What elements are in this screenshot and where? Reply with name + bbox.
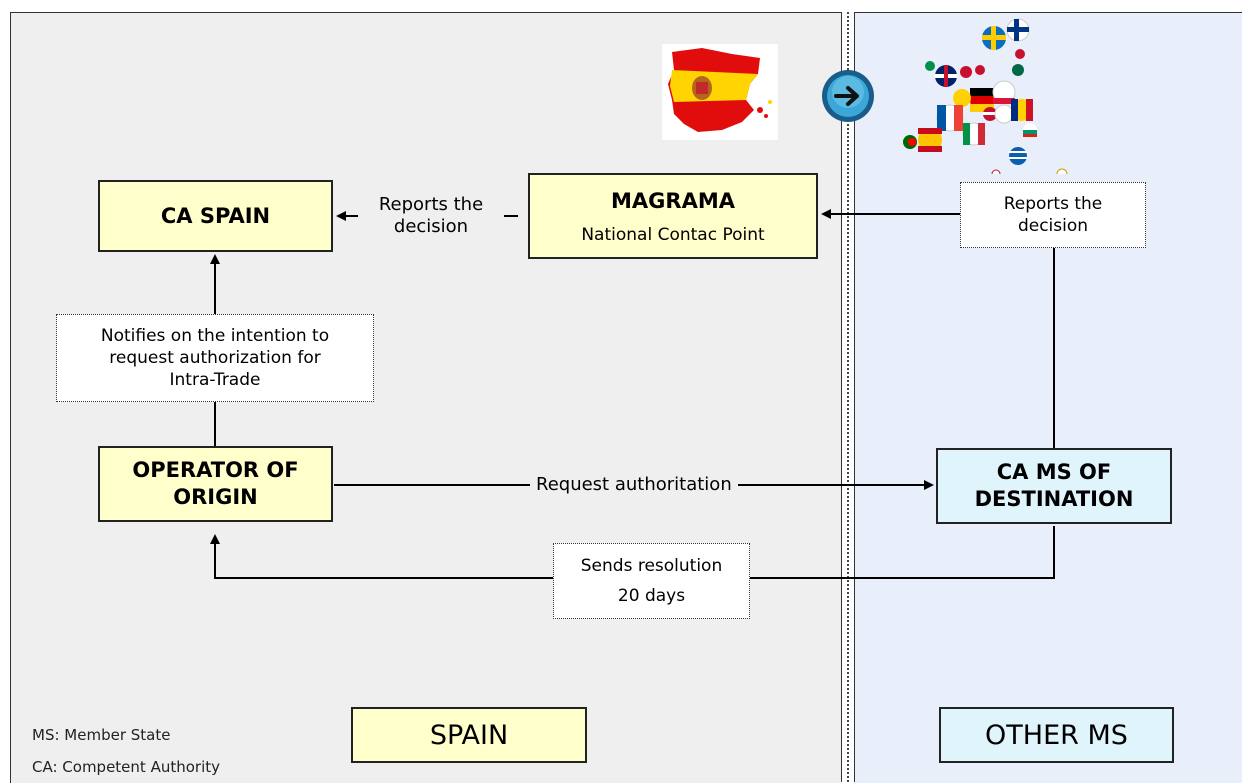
reports-right-line-2: decision bbox=[1017, 216, 1089, 236]
magrama-box: MAGRAMA National Contac Point bbox=[528, 173, 818, 259]
ca-spain-label: CA SPAIN bbox=[160, 203, 271, 228]
reports-decision-note: Reports the decision bbox=[960, 182, 1146, 248]
notifies-line-1: Notifies on the intention to bbox=[100, 326, 330, 346]
legend-ms: MS: Member State bbox=[32, 726, 171, 744]
spain-map-flag-icon bbox=[662, 44, 778, 140]
ca-ms-destination-box: CA MS OF DESTINATION bbox=[936, 448, 1172, 524]
other-ms-region-label: OTHER MS bbox=[939, 707, 1174, 763]
request-authorization-label: Request authoritation bbox=[530, 474, 738, 496]
eu-flags-map-icon bbox=[896, 14, 1076, 180]
reports-left-line-1: Reports the bbox=[378, 194, 484, 215]
reports-decision-label: Reports the decision bbox=[358, 194, 504, 238]
notifies-line-3: Intra-Trade bbox=[169, 370, 261, 390]
notifies-line-2: request authorization for bbox=[109, 348, 321, 368]
operator-line-1: OPERATOR OF bbox=[132, 458, 299, 482]
spain-region-label: SPAIN bbox=[351, 707, 587, 763]
sends-line-2: 20 days bbox=[617, 586, 686, 606]
magrama-title: MAGRAMA bbox=[611, 188, 735, 213]
reports-left-line-2: decision bbox=[393, 216, 469, 237]
ca-ms-line-1: CA MS OF bbox=[996, 460, 1112, 484]
arrow-right-circle-icon bbox=[820, 68, 876, 124]
sends-line-1: Sends resolution bbox=[580, 556, 723, 576]
ca-spain-box: CA SPAIN bbox=[98, 180, 333, 252]
operator-line-2: ORIGIN bbox=[173, 485, 258, 509]
magrama-subtitle: National Contac Point bbox=[581, 224, 765, 245]
notifies-note: Notifies on the intention to request aut… bbox=[56, 314, 374, 402]
sends-resolution-note: Sends resolution 20 days bbox=[553, 543, 750, 619]
border-divider bbox=[841, 12, 855, 782]
operator-of-origin-box: OPERATOR OF ORIGIN bbox=[98, 446, 333, 522]
reports-right-line-1: Reports the bbox=[1003, 194, 1103, 214]
ca-ms-line-2: DESTINATION bbox=[974, 487, 1134, 511]
legend-ca: CA: Competent Authority bbox=[32, 758, 220, 776]
